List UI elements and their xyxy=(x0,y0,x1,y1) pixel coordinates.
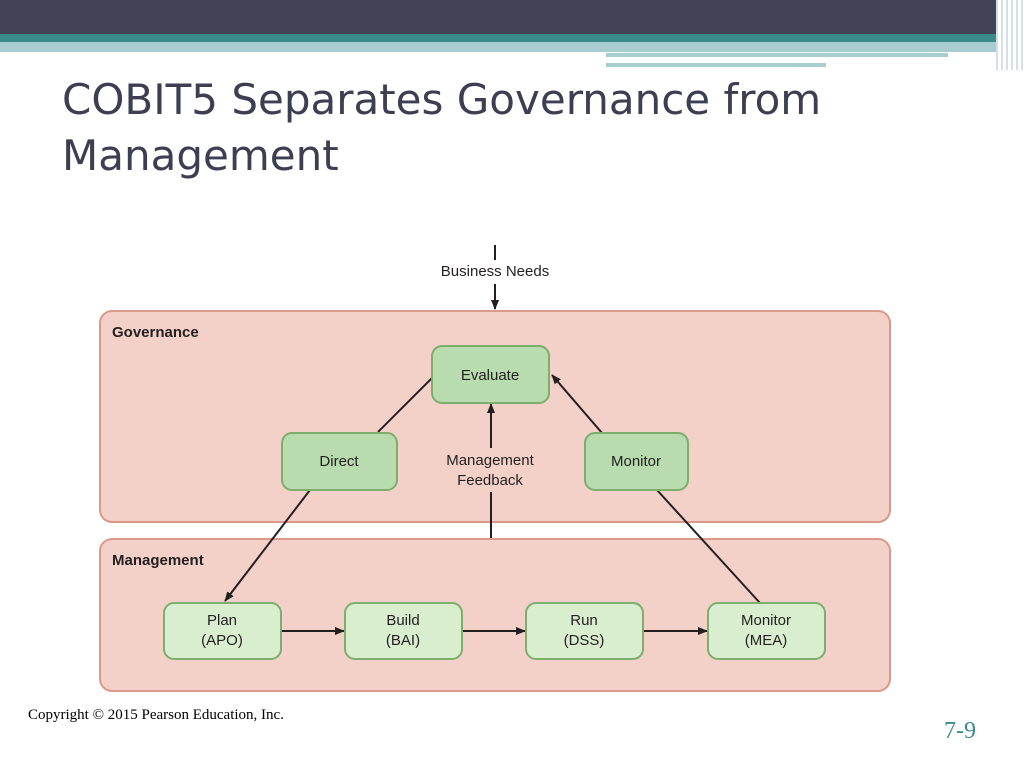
header-bar-dark xyxy=(0,0,1024,34)
direct-label: Direct xyxy=(319,453,359,470)
feedback-label-bg xyxy=(436,448,544,492)
header-accent-line xyxy=(606,53,948,57)
run-label-line1: Run xyxy=(570,612,598,629)
plan-label-line2: (APO) xyxy=(201,632,243,649)
build-label-line2: (BAI) xyxy=(386,632,420,649)
monitor-mea-node: Monitor (MEA) xyxy=(707,602,826,660)
governance-zone xyxy=(99,310,891,523)
header-stripes xyxy=(996,0,1024,70)
monitor-node: Monitor xyxy=(584,432,689,491)
plan-label-line1: Plan xyxy=(207,612,237,629)
monitor-label: Monitor xyxy=(611,453,661,470)
header-bar-teal xyxy=(0,34,1024,42)
evaluate-node: Evaluate xyxy=(431,345,550,404)
feedback-label-line2: Feedback xyxy=(457,472,523,489)
slide-number: 7-9 xyxy=(944,718,976,744)
header-accent-line xyxy=(606,63,826,67)
run-node: Run (DSS) xyxy=(525,602,644,660)
arrow-direct-to-evaluate xyxy=(377,377,433,433)
direct-node: Direct xyxy=(281,432,398,491)
arrow-monitor-to-evaluate xyxy=(551,374,603,434)
feedback-label-line1: Management xyxy=(446,452,534,469)
monitor-mea-label-line1: Monitor xyxy=(741,612,791,629)
management-label: Management xyxy=(112,552,204,569)
build-node: Build (BAI) xyxy=(344,602,463,660)
slide-title: COBIT5 Separates Governance from Managem… xyxy=(62,75,822,180)
business-needs-label: Business Needs xyxy=(441,263,549,280)
copyright-notice: Copyright © 2015 Pearson Education, Inc. xyxy=(28,707,284,723)
header-bar-light xyxy=(0,42,1024,52)
arrow-mea-to-monitor xyxy=(656,489,761,604)
governance-label: Governance xyxy=(112,324,199,341)
plan-node: Plan (APO) xyxy=(163,602,282,660)
evaluate-label: Evaluate xyxy=(461,367,519,384)
management-zone xyxy=(99,538,891,692)
monitor-mea-label-line2: (MEA) xyxy=(745,632,788,649)
build-label-line1: Build xyxy=(386,612,419,629)
run-label-line2: (DSS) xyxy=(564,632,605,649)
arrow-direct-to-plan xyxy=(224,489,311,602)
